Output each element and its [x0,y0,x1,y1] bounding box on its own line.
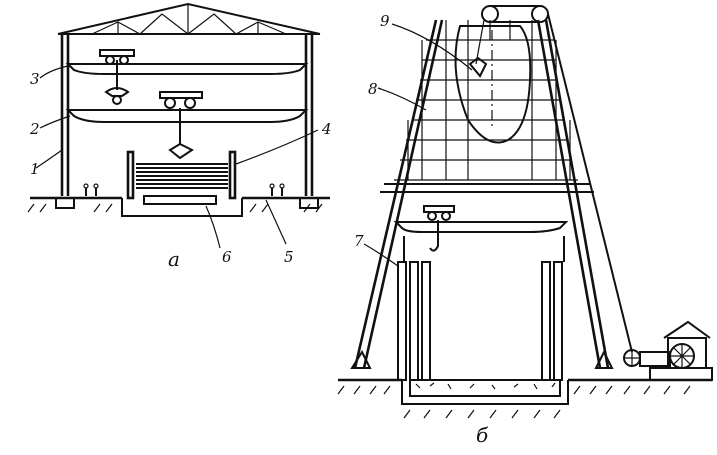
label-8: 8 [368,80,378,98]
label-sub-a: а [168,247,180,271]
upper-crane-bridge [65,49,309,105]
floor-a [27,183,330,213]
tower-deck [380,183,594,193]
label-1: 1 [30,160,40,178]
label-2: 2 [29,120,40,138]
winch [623,320,713,381]
label-9: 9 [380,12,390,30]
label-6: 6 [222,248,232,266]
label-3: 3 [30,70,40,88]
figure-a-workshop [27,2,330,249]
leaders-a [35,65,319,249]
pit-walls [397,236,565,381]
tower-crane [393,205,569,252]
lower-crane-bridge [65,91,309,160]
label-5: 5 [284,248,294,266]
pit-foundation [401,379,569,405]
pit-with-load [121,150,243,217]
label-4: 4 [321,120,332,138]
leaders-b [363,23,473,267]
figure-b-tower [337,5,713,419]
roof-truss [57,2,321,35]
floor-b [337,378,712,419]
building-columns [60,34,314,196]
label-7: 7 [354,232,364,250]
upper-grid [394,20,578,181]
label-sub-b: б [476,423,489,447]
